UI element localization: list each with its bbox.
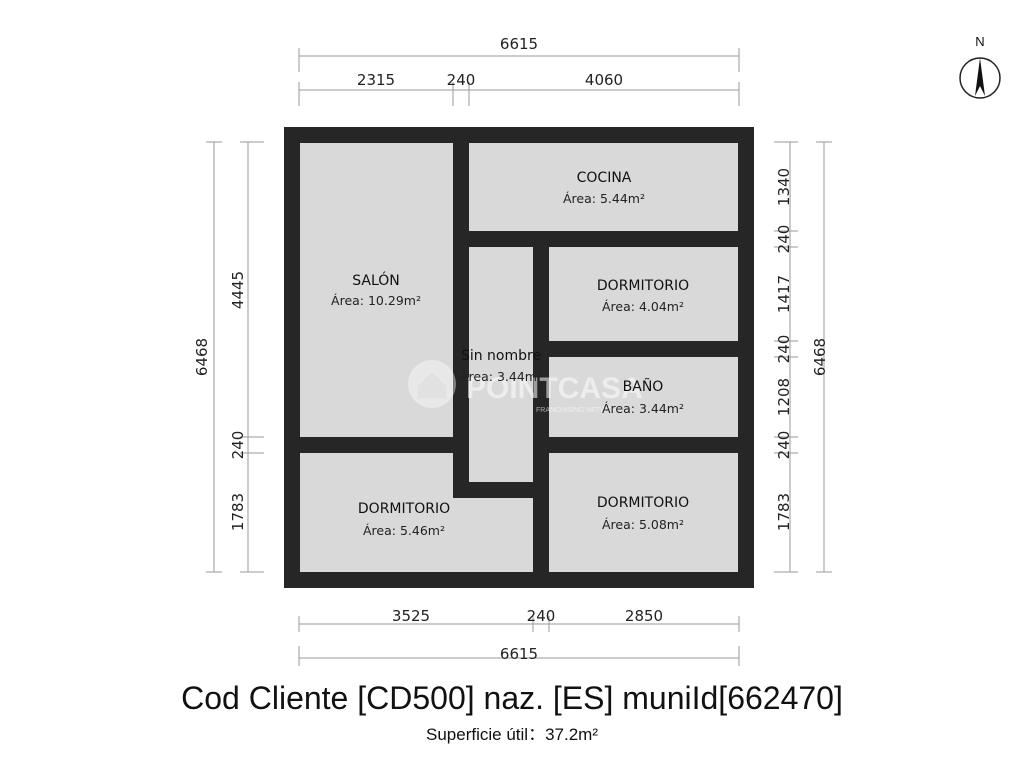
room-dormitorio-3-name: DORMITORIO: [597, 495, 689, 511]
room-salon-area: Área: 10.29m²: [331, 293, 421, 308]
dim-bottom-segment-1: 3525: [392, 607, 430, 625]
room-dormitorio-1-area: Área: 4.04m²: [602, 299, 684, 314]
room-sin-nombre: [469, 247, 533, 482]
dim-right-total: 6468: [811, 338, 829, 376]
room-dormitorio-1: [549, 247, 738, 341]
watermark-brand: POINTCASA: [466, 372, 643, 405]
room-bano-name: BAÑO: [623, 378, 664, 395]
dim-top-segment-3: 4060: [585, 71, 623, 89]
dim-right-segment-5: 1208: [775, 378, 793, 416]
room-cocina-name: COCINA: [577, 170, 632, 186]
dim-left-segment-1: 4445: [229, 271, 247, 309]
north-compass: N: [959, 34, 1001, 99]
dim-right-segment-6: 240: [775, 431, 793, 460]
dim-left-segment-3: 1783: [229, 493, 247, 531]
room-sin-nombre-name: Sin nombre: [461, 348, 541, 364]
dim-right-segment-2: 240: [775, 225, 793, 254]
dim-top-segment-2: 240: [447, 71, 476, 89]
footer-subtitle: Superficie útil：37.2m²: [426, 725, 598, 744]
top-dimensions: 6615 2315 240 4060: [298, 35, 740, 106]
dim-left-segment-2: 240: [229, 431, 247, 460]
dim-top-total: 6615: [500, 35, 538, 53]
dim-top-segment-1: 2315: [357, 71, 395, 89]
watermark-subtitle: FRANCHISING NETWORK: [536, 407, 622, 414]
bottom-dimensions: 3525 240 2850 6615: [298, 607, 740, 666]
room-dormitorio-2-area: Área: 5.46m²: [363, 523, 445, 538]
dim-right-segment-4: 240: [775, 335, 793, 364]
room-bano-area: Área: 3.44m²: [602, 401, 684, 416]
room-dormitorio-1-name: DORMITORIO: [597, 278, 689, 294]
room-salon-name: SALÓN: [352, 271, 400, 289]
dim-left-total: 6468: [193, 338, 211, 376]
dim-bottom-segment-2: 240: [527, 607, 556, 625]
left-dimensions: 6468 4445 240 1783: [193, 141, 264, 573]
room-cocina: [469, 143, 738, 231]
watermark: POINTCASA FRANCHISING NETWORK: [408, 360, 643, 414]
footer-title: Cod Cliente [CD500] naz. [ES] muniId[662…: [181, 680, 843, 716]
dim-right-segment-3: 1417: [775, 275, 793, 313]
dim-bottom-segment-3: 2850: [625, 607, 663, 625]
right-dimensions: 1340 240 1417 240 1208 240 1783 6468: [774, 141, 832, 573]
room-dormitorio-2: [300, 453, 533, 572]
dim-right-segment-1: 1340: [775, 168, 793, 206]
compass-needle-icon: [975, 58, 985, 96]
room-dormitorio-2-name: DORMITORIO: [358, 501, 450, 517]
room-cocina-area: Área: 5.44m²: [563, 191, 645, 206]
room-bano: [549, 357, 738, 437]
room-sin-nombre-area: Área: 3.44m²: [460, 369, 542, 384]
room-dormitorio-3-area: Área: 5.08m²: [602, 517, 684, 532]
room-dormitorio-3: [549, 453, 738, 572]
dim-bottom-total: 6615: [500, 645, 538, 663]
dim-right-segment-7: 1783: [775, 493, 793, 531]
compass-north-label: N: [975, 34, 984, 49]
